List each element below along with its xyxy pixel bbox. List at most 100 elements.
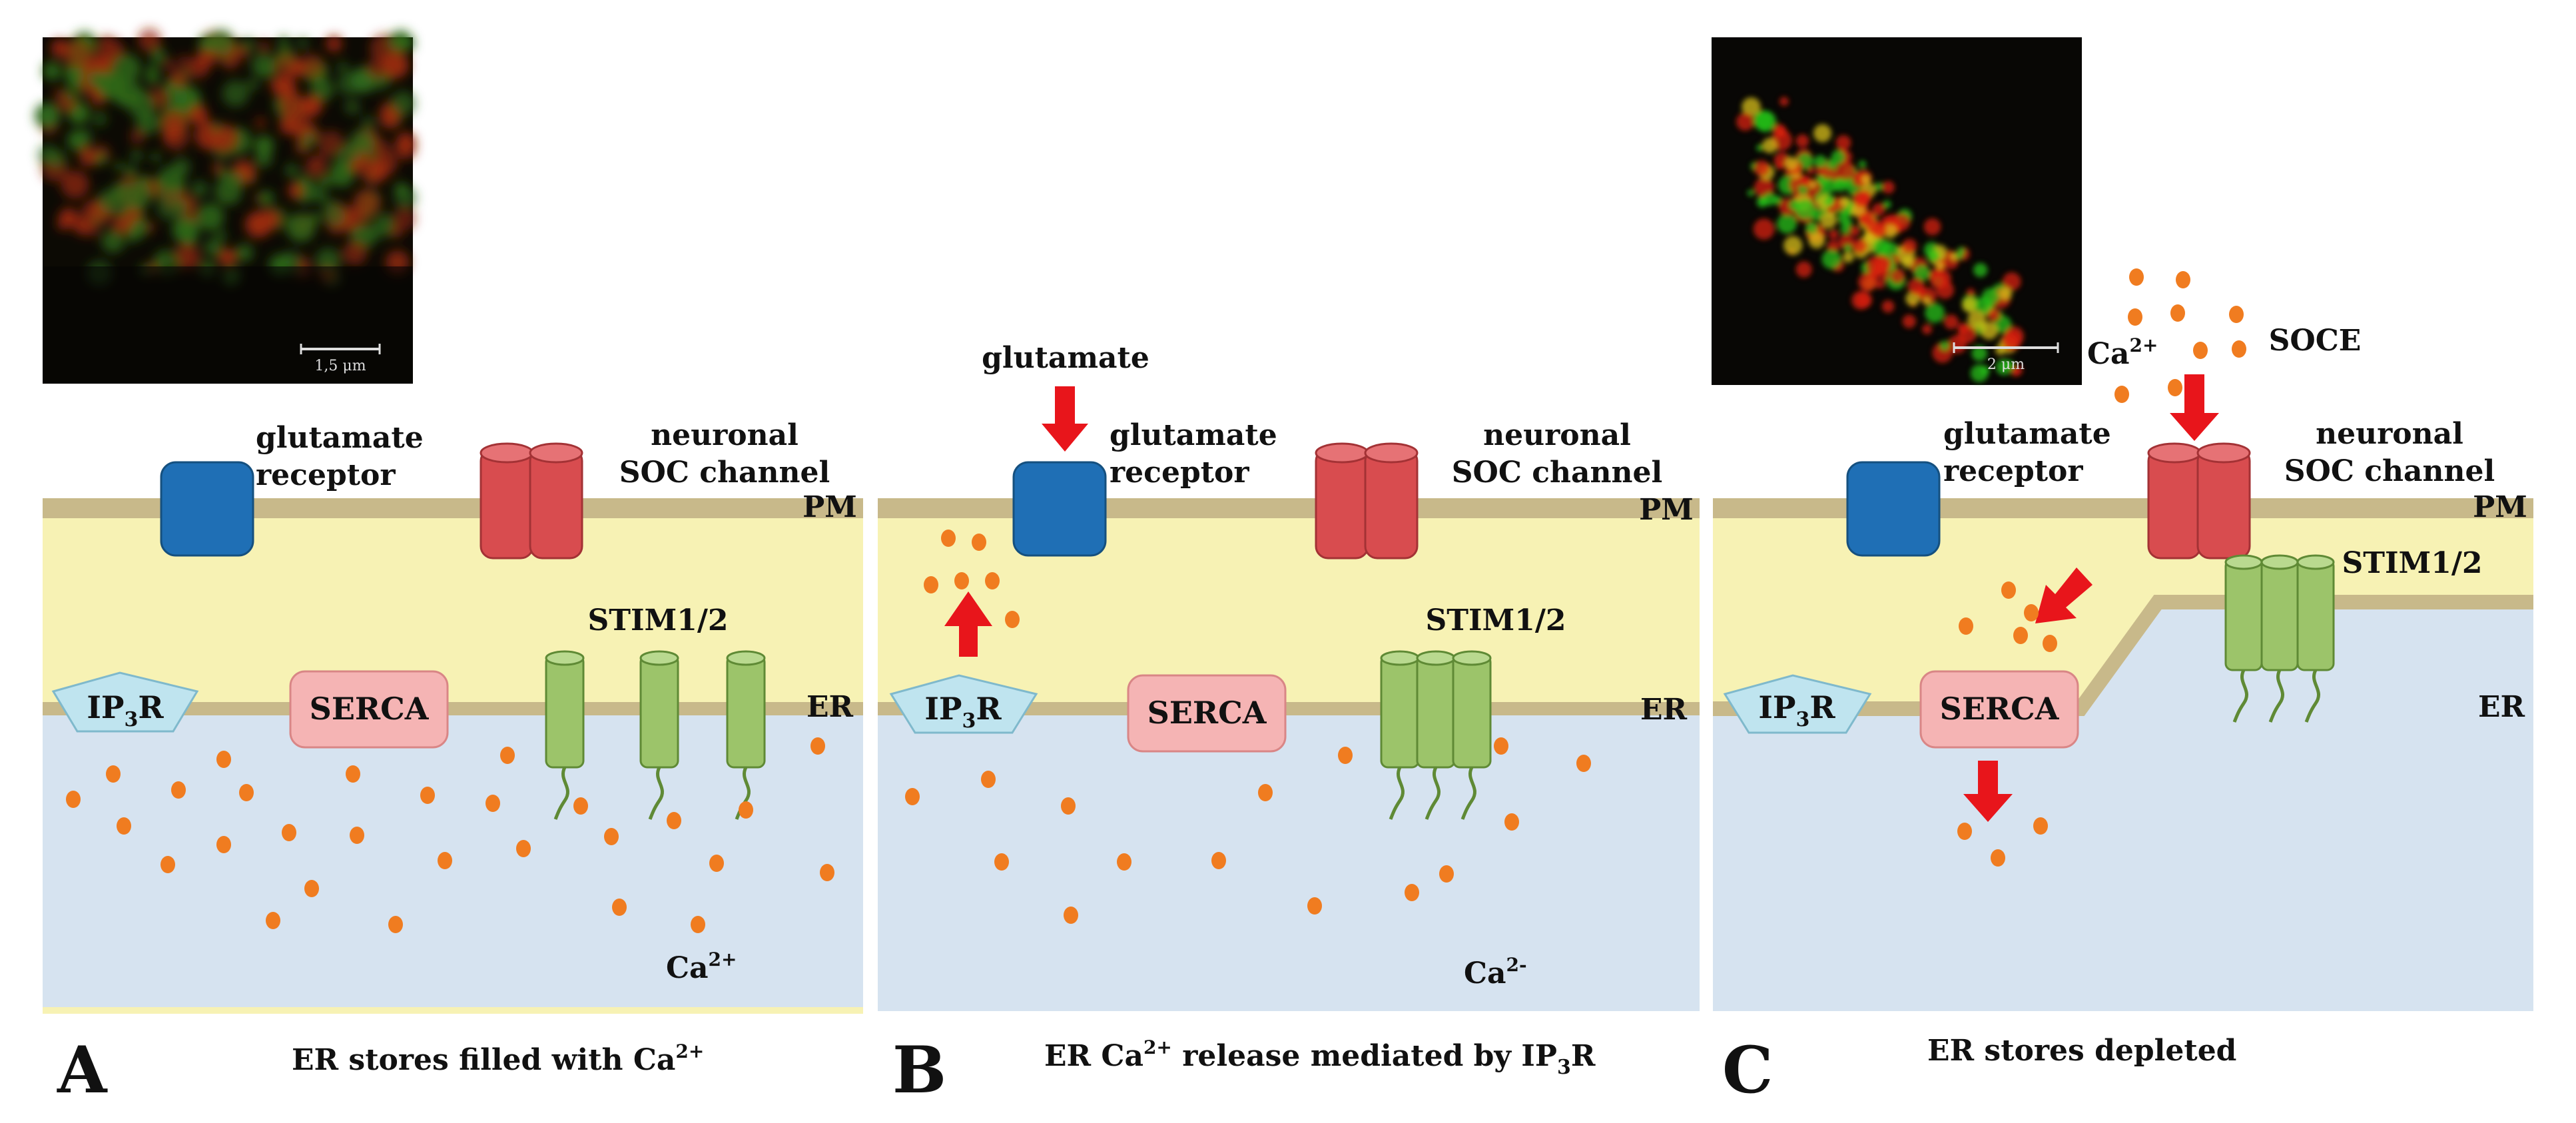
calcium-ion bbox=[1405, 884, 1419, 901]
calcium-ion bbox=[2001, 581, 2016, 599]
soce-arrow bbox=[2170, 374, 2219, 441]
stim-protein bbox=[726, 654, 766, 769]
calcium-ion bbox=[1211, 852, 1226, 869]
calcium-ion bbox=[1494, 737, 1508, 755]
pm-label: PM bbox=[2473, 490, 2527, 524]
calcium-ion bbox=[2128, 308, 2142, 326]
calcium-ion bbox=[1117, 853, 1131, 871]
soc-label-2: SOC channel bbox=[619, 456, 830, 490]
calcium-ion bbox=[239, 784, 254, 801]
calcium-ion bbox=[573, 797, 588, 815]
calcium-ion bbox=[2013, 627, 2028, 644]
calcium-ion bbox=[985, 572, 1000, 589]
caption-b: ER Ca2+ release mediated by IP3R bbox=[1044, 1036, 1596, 1079]
calcium-ion bbox=[216, 751, 231, 768]
stim-proteins bbox=[1380, 650, 1492, 820]
calcium-ion bbox=[994, 853, 1009, 871]
calcium-ion bbox=[1991, 849, 2005, 867]
glutamate-receptor bbox=[160, 461, 254, 557]
calcium-ion bbox=[2114, 386, 2129, 403]
glutamate-arrow bbox=[1042, 386, 1088, 452]
calcium-ion bbox=[1005, 611, 1020, 628]
er-label: ER bbox=[1640, 693, 1688, 727]
glutamate-receptor-label-2: receptor bbox=[1110, 456, 1249, 490]
calcium-ion bbox=[1576, 755, 1591, 772]
calcium-ions bbox=[66, 737, 834, 933]
calcium-ion bbox=[485, 795, 500, 812]
calcium-ion bbox=[420, 787, 435, 804]
calcium-ion bbox=[667, 812, 681, 829]
calcium-ion bbox=[2176, 271, 2190, 288]
stim-protein bbox=[639, 654, 679, 769]
panel-letter-c: C bbox=[1722, 1032, 1773, 1108]
calcium-ion bbox=[604, 828, 619, 845]
calcium-ion bbox=[2024, 604, 2039, 621]
calcium-ion bbox=[2129, 268, 2144, 286]
serca-pump bbox=[1127, 674, 1287, 753]
calcium-ion bbox=[2229, 306, 2244, 323]
serca-label: SERCA bbox=[310, 691, 430, 727]
calcium-ion bbox=[2170, 304, 2185, 322]
calcium-ion bbox=[981, 771, 996, 788]
calcium-ion bbox=[1957, 823, 1972, 840]
calcium-label: Ca2+ bbox=[666, 948, 737, 985]
stim-label: STIM1/2 bbox=[2342, 546, 2482, 580]
er-membrane bbox=[878, 702, 1700, 715]
calcium-ion bbox=[216, 836, 231, 853]
cytosolic-calcium-arrow bbox=[2035, 567, 2093, 623]
stim-protein bbox=[1416, 654, 1456, 769]
ip3r-label: IP3R bbox=[924, 691, 1002, 733]
stim-protein bbox=[2224, 558, 2263, 671]
calcium-ion bbox=[1338, 747, 1353, 764]
glutamate-receptor-label-2: receptor bbox=[256, 458, 396, 492]
calcium-ion bbox=[2033, 817, 2048, 835]
glutamate-receptor-label-2: receptor bbox=[1943, 454, 2083, 488]
soc-label-2: SOC channel bbox=[1452, 456, 1662, 490]
serca-pump bbox=[289, 670, 449, 749]
calcium-ion bbox=[106, 765, 121, 783]
calcium-ion bbox=[171, 781, 186, 799]
soc-label-1: neuronal bbox=[2316, 417, 2463, 451]
er-membrane bbox=[1713, 595, 2533, 716]
calcium-ion bbox=[810, 737, 825, 755]
stim-protein bbox=[545, 654, 585, 769]
stim-proteins bbox=[2224, 554, 2335, 723]
calcium-ion bbox=[1439, 865, 1454, 883]
stim-protein bbox=[2296, 558, 2335, 671]
calcium-ion bbox=[1258, 784, 1273, 801]
calcium-ion bbox=[1959, 617, 1973, 635]
calcium-ion bbox=[691, 916, 705, 933]
soc-label-2: SOC channel bbox=[2284, 454, 2495, 488]
plasma-membrane bbox=[1713, 498, 2533, 518]
cytosol-region bbox=[878, 518, 1700, 711]
serca-label: SERCA bbox=[1147, 695, 1267, 731]
calcium-ion bbox=[282, 824, 296, 841]
calcium-ion bbox=[820, 864, 834, 881]
calcium-ion bbox=[2043, 635, 2057, 652]
panel-letter-b: B bbox=[892, 1032, 946, 1108]
ip3r-receptor bbox=[889, 674, 1038, 734]
calcium-ions bbox=[905, 530, 1591, 924]
serca-pump bbox=[1919, 670, 2079, 749]
calcium-ion bbox=[438, 852, 452, 869]
calcium-ions bbox=[1957, 268, 2246, 867]
scale-bar-label: 1,5 μm bbox=[314, 358, 366, 374]
calcium-ion bbox=[350, 827, 364, 844]
glutamate-receptor-label-1: glutamate bbox=[1943, 417, 2111, 451]
micrograph-a: 1,5 μm bbox=[34, 28, 417, 384]
scale-bar-label: 2 μm bbox=[1987, 356, 2025, 373]
ip3r-receptor bbox=[51, 671, 199, 733]
glutamate-stimulus-label: glutamate bbox=[982, 341, 1149, 375]
calcium-ion bbox=[739, 801, 753, 819]
calcium-ion bbox=[709, 855, 724, 872]
calcium-ion bbox=[1307, 897, 1322, 915]
serca-label: SERCA bbox=[1940, 691, 2060, 727]
stim-protein bbox=[1452, 654, 1492, 769]
soc-label-1: neuronal bbox=[1483, 418, 1631, 452]
calcium-ion bbox=[1064, 907, 1078, 924]
stim-proteins bbox=[545, 650, 766, 820]
calcium-ion bbox=[924, 576, 938, 593]
glutamate-receptor bbox=[1012, 461, 1107, 557]
ip3r-receptor bbox=[1723, 674, 1872, 734]
